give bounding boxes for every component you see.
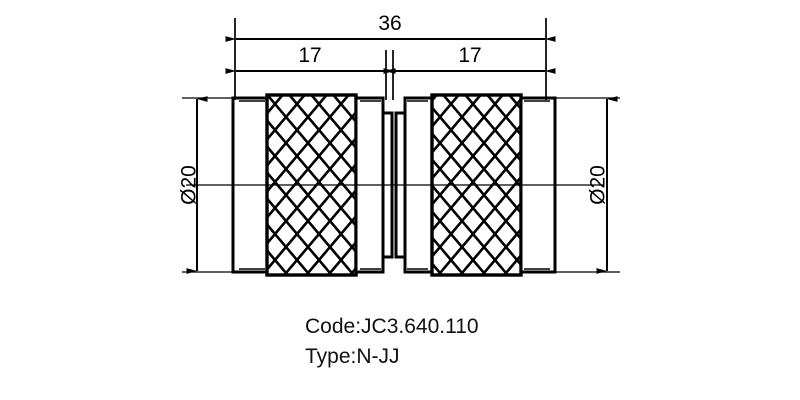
left-diameter-label: Ø20 [178, 165, 201, 205]
right-diameter-label: Ø20 [587, 165, 610, 205]
overall-length-label: 36 [378, 12, 401, 35]
left-half-length-dimension: 17 [225, 44, 396, 74]
caption-type-line: Type:N-JJ [305, 345, 400, 368]
right-half-length-dimension: 17 [383, 44, 556, 74]
overall-length-dimension: 36 [225, 12, 556, 42]
left-half-length-label: 17 [298, 44, 321, 67]
caption-code-line: Code:JC3.640.110 [305, 315, 479, 338]
right-half-length-label: 17 [458, 44, 481, 67]
left-diameter-dimension: Ø20 [178, 96, 208, 274]
right-diameter-dimension: Ø20 [587, 96, 618, 274]
